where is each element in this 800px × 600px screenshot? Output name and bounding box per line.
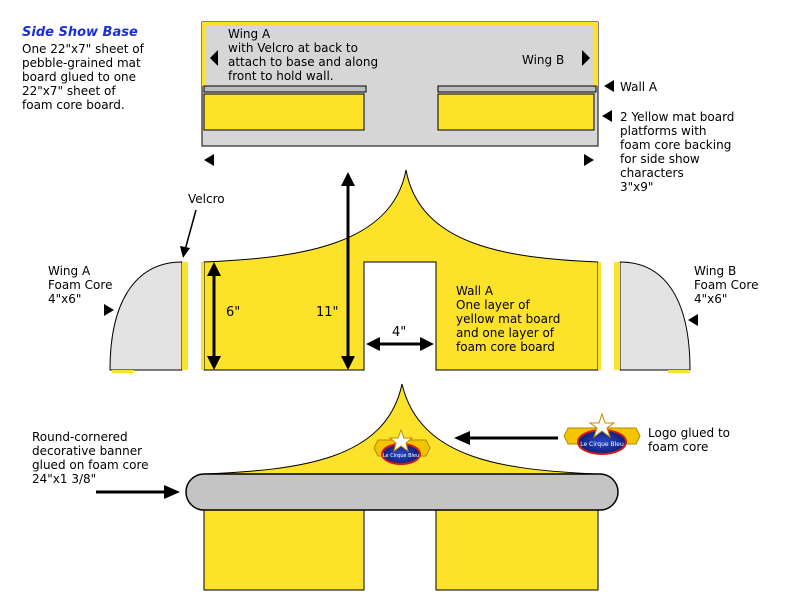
velcro-label: Velcro (188, 192, 225, 206)
wing-a-label-arrow (104, 304, 114, 316)
velcro-pointer-head (180, 246, 190, 258)
logo-center-text: Le Cirque Bleu (383, 453, 419, 459)
wing-a-label: Wing A Foam Core 4"x6" (48, 264, 113, 306)
wing-a-bar (203, 85, 367, 93)
banner-note: Round-cornered decorative banner glued o… (32, 430, 149, 486)
base-width-arrow-right (584, 154, 594, 166)
wing-b-velcro-strip (594, 22, 598, 86)
velcro-pointer-line (184, 209, 197, 251)
dim-4-arrow-left (366, 337, 380, 351)
dim-11-label: 11" (316, 305, 339, 320)
wing-a-shape (109, 261, 183, 371)
banner-pointer-head (164, 485, 180, 499)
wall-a-strip (202, 22, 598, 26)
dim-6-arrow-top (207, 262, 221, 276)
wing-b-label: Wing B (522, 53, 565, 67)
logo-callout: Le Cirque Bleu (563, 412, 641, 455)
base-title: Side Show Base (22, 25, 138, 40)
wall-a-label: Wall A (620, 80, 658, 94)
platform-arrow (602, 110, 612, 122)
base-board (201, 21, 599, 147)
wall-a-arrow (604, 80, 614, 92)
wing-b-bar (437, 85, 597, 93)
wing-b-shape (619, 261, 691, 371)
wing-b-arrow (582, 50, 590, 66)
wing-b-velcro-edge (614, 262, 620, 370)
platform-right (437, 93, 595, 131)
platforms-note: 2 Yellow mat board platforms with foam c… (620, 110, 735, 194)
logo-note: Logo glued to foam core (648, 426, 731, 454)
logo-pointer-head (454, 431, 470, 445)
wing-a-velcro-strip (202, 22, 206, 86)
wall-a-edge-right (598, 262, 601, 370)
base-description: One 22"x7" sheet of pebble-grained mat b… (22, 42, 144, 112)
wall-a-note: Wall A One layer of yellow mat board and… (456, 284, 561, 354)
wall-a-edge-left (201, 262, 204, 370)
banner (185, 473, 619, 511)
wing-a-velcro-edge (182, 262, 188, 370)
wing-a-base-strip (112, 370, 134, 373)
wing-a-note: Wing A with Velcro at back to attach to … (228, 27, 379, 83)
dim-6-label: 6" (226, 305, 241, 320)
base-width-arrow-left (204, 154, 214, 166)
logo-callout-text: Le Cirque Bleu (580, 441, 624, 448)
logo-center: Le Cirque Bleu (373, 428, 431, 465)
dim-6-arrow-bottom (207, 356, 221, 370)
wing-b-base-strip (668, 370, 690, 373)
platform-left (203, 93, 365, 131)
dim-11-arrow-top (341, 172, 355, 186)
wing-b-label-arrow (688, 314, 698, 326)
wing-b-label-side: Wing B Foam Core 4"x6" (694, 264, 759, 306)
wing-a-arrow (210, 50, 218, 66)
dim-4-arrow-right (420, 337, 434, 351)
dim-4-label: 4" (392, 325, 407, 340)
dim-11-arrow-bottom (341, 356, 355, 370)
wall-a-shape (203, 169, 599, 371)
